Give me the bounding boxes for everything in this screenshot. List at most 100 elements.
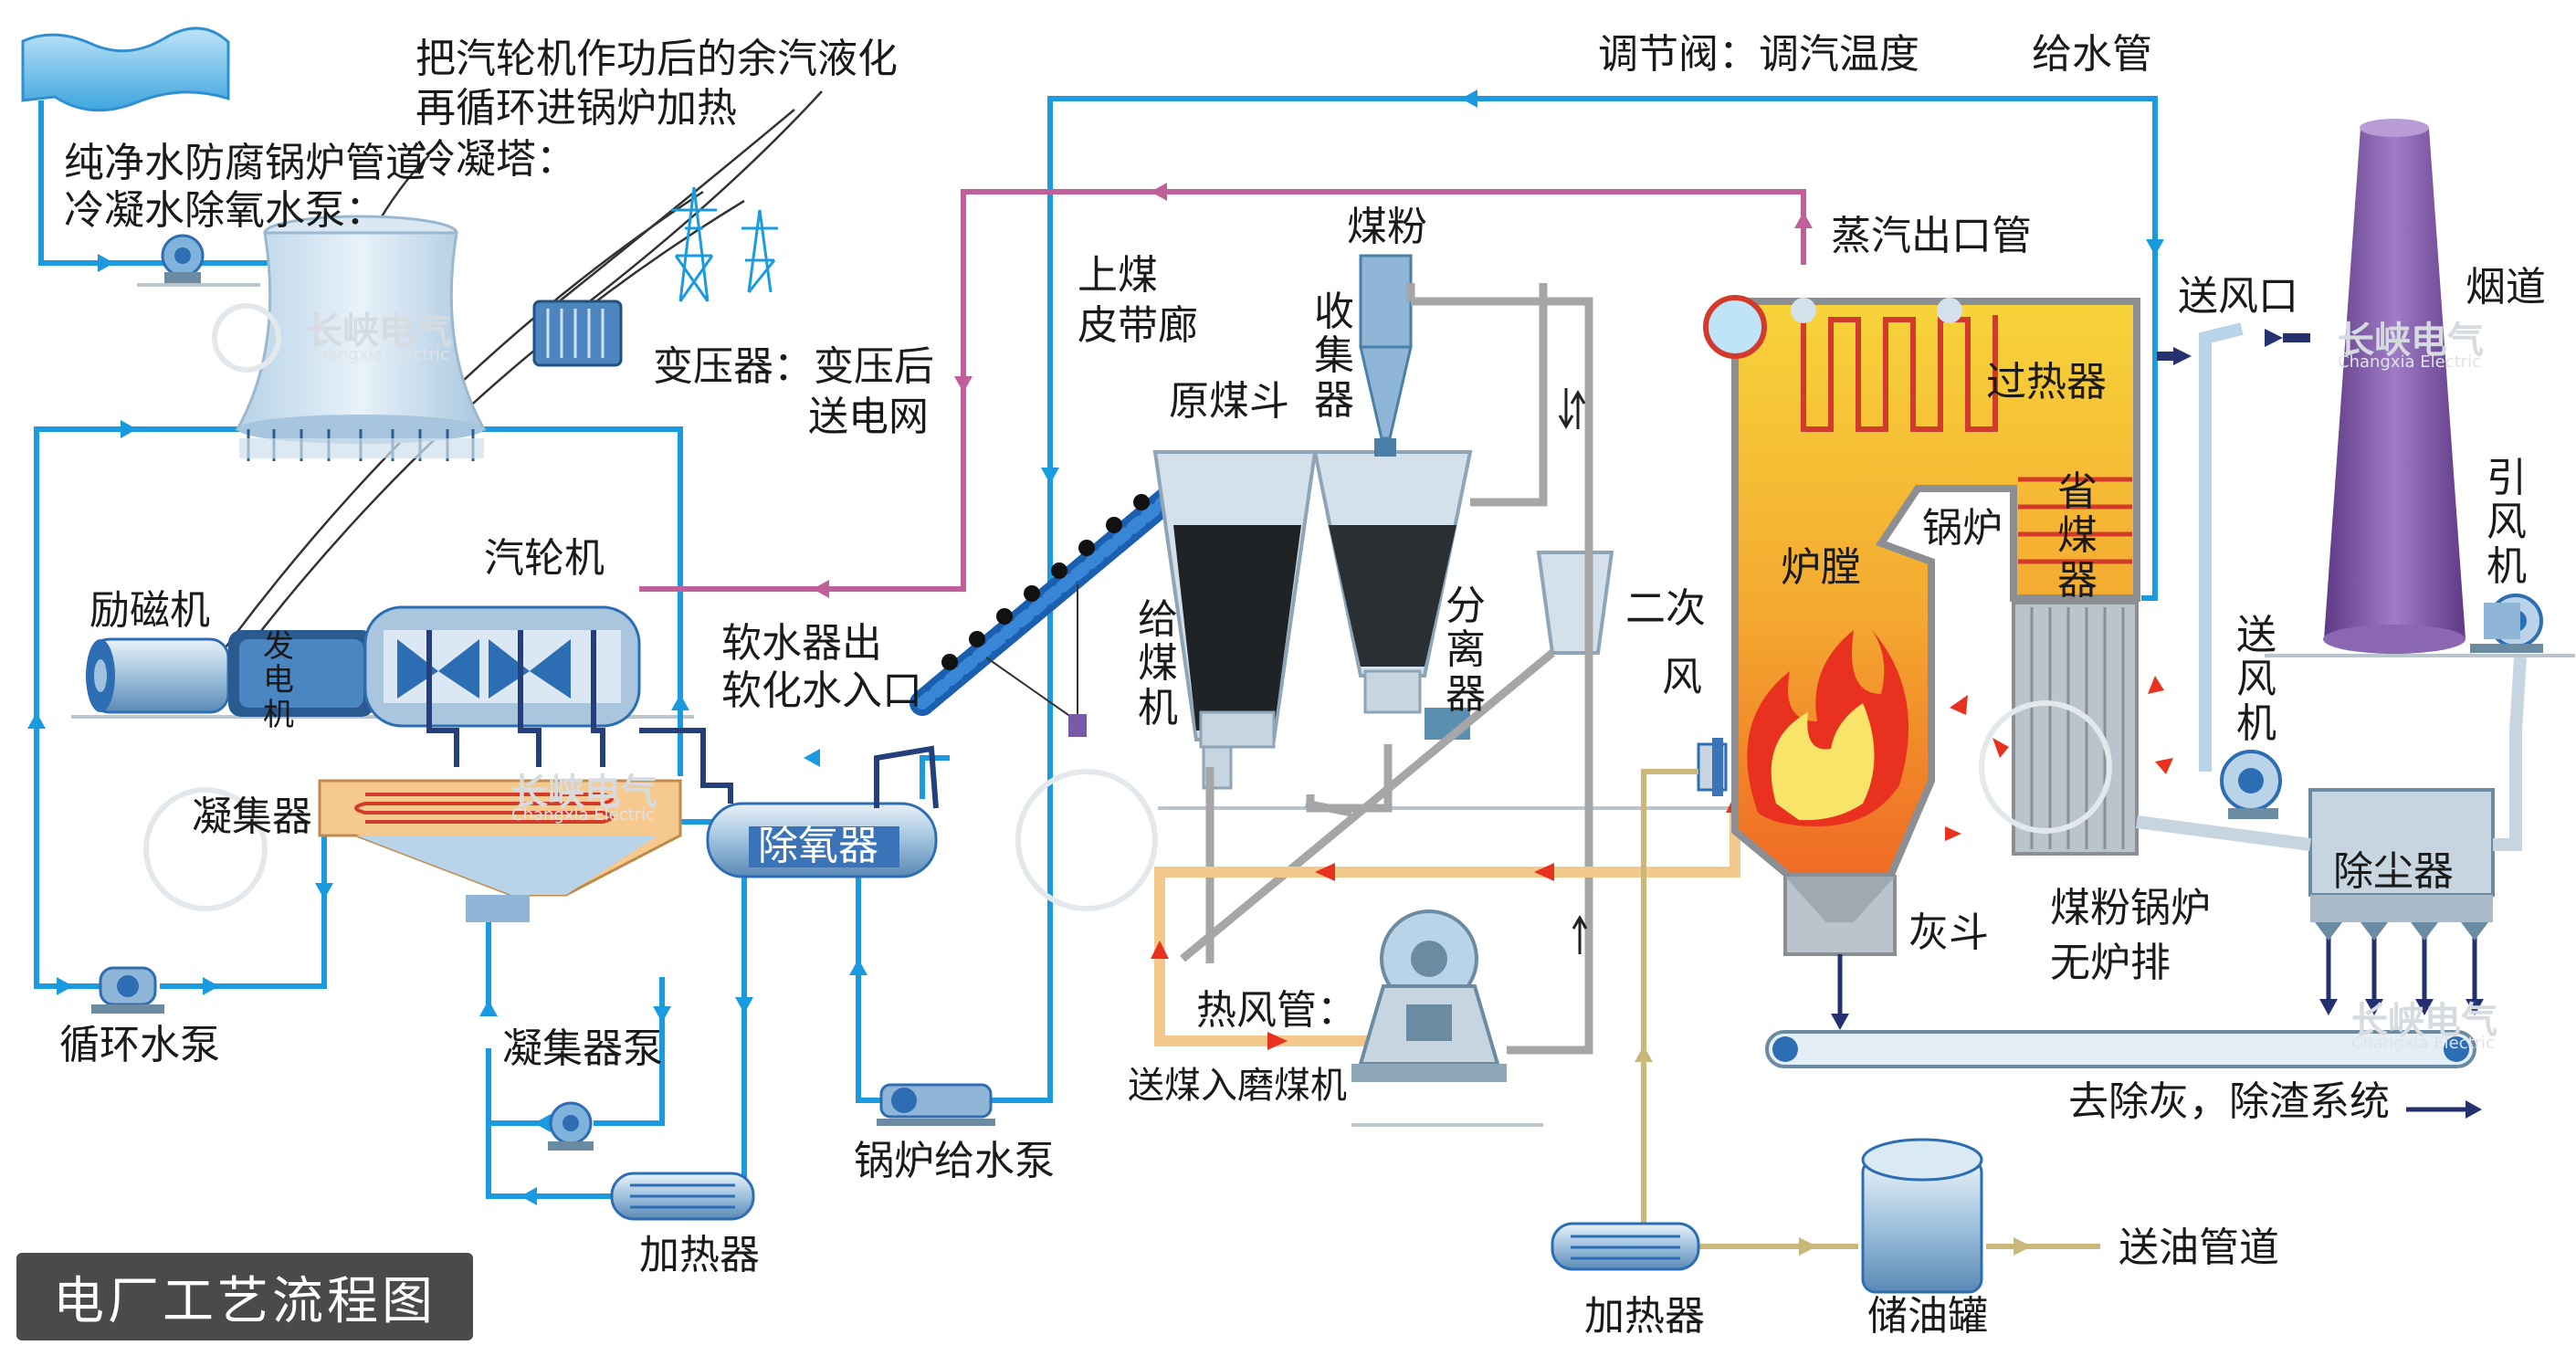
pulverized-coal-collector bbox=[1359, 254, 1413, 457]
label-cooling-desc-2: 再循环进锅炉加热 bbox=[415, 85, 737, 131]
label-superheater: 过热器 bbox=[1986, 359, 2107, 405]
raw-coal-hopper bbox=[1152, 450, 1318, 790]
label-regulating-valve: 调节阀：调汽温度 bbox=[1598, 31, 1919, 78]
air-lines bbox=[1180, 283, 1593, 1055]
label-coal-feeder: 给煤机 bbox=[1138, 596, 1178, 731]
label-collector: 收集器 bbox=[1314, 289, 1354, 424]
label-economizer: 省煤器 bbox=[2057, 468, 2098, 604]
ash-conveyor bbox=[1765, 1030, 2476, 1068]
secondary-air-duct bbox=[1536, 551, 1614, 655]
soft-water-inlet bbox=[874, 745, 939, 809]
transformer-icon bbox=[532, 300, 623, 367]
deaeration-pump-icon bbox=[161, 234, 205, 283]
heater-bottom bbox=[1551, 1222, 1700, 1271]
label-transformer-2: 送电网 bbox=[808, 394, 929, 440]
transmission-tower-icon bbox=[671, 186, 778, 302]
label-circulating-pump: 循环水泵 bbox=[59, 1022, 220, 1068]
circulating-pump-icon bbox=[91, 966, 164, 1014]
label-exciter: 励磁机 bbox=[89, 587, 210, 634]
label-generator: 发电机 bbox=[263, 628, 294, 733]
separator bbox=[1312, 450, 1473, 740]
label-belt-2: 皮带廊 bbox=[1078, 302, 1198, 349]
label-pc-boiler-1: 煤粉锅炉 bbox=[2050, 885, 2211, 931]
diagram-title: 电厂工艺流程图 bbox=[53, 1271, 436, 1331]
condenser bbox=[318, 779, 682, 922]
burner bbox=[1697, 738, 1728, 796]
cooling-tower bbox=[235, 215, 487, 461]
label-secondary-air-1: 二次 bbox=[1625, 585, 1706, 632]
label-fd-fan: 送风机 bbox=[2236, 612, 2276, 747]
ash-discharge bbox=[1837, 931, 2477, 1112]
label-secondary-air-2: 风 bbox=[1662, 654, 1702, 700]
feed-water-to-boiler bbox=[2141, 256, 2158, 601]
generator bbox=[228, 630, 374, 717]
label-steam-outlet: 蒸汽出口管 bbox=[1831, 213, 2032, 259]
label-air-inlet: 送风口 bbox=[2178, 273, 2298, 320]
label-oil-tank: 储油罐 bbox=[1867, 1293, 1988, 1340]
air-flow-arrows bbox=[1558, 388, 1588, 954]
air-preheater bbox=[2012, 601, 2139, 856]
steam-turbine bbox=[363, 605, 733, 804]
label-pulverized-coal: 煤粉 bbox=[1347, 204, 1427, 250]
label-heater-left: 加热器 bbox=[639, 1232, 760, 1278]
label-pure-water-2: 冷凝水除氧水泵： bbox=[64, 187, 385, 234]
condensate-pump-icon bbox=[548, 1101, 594, 1151]
watermark-text: 长峡电气 bbox=[2338, 320, 2484, 362]
induced-draft-fan bbox=[2470, 594, 2543, 653]
label-ash-hopper: 灰斗 bbox=[1908, 909, 1989, 956]
watermark-logos bbox=[143, 303, 2112, 911]
heater-left bbox=[610, 1172, 755, 1221]
oil-flow-arrows bbox=[1635, 1046, 2032, 1256]
label-furnace: 炉膛 bbox=[1781, 544, 1861, 591]
label-hot-air-pipe: 热风管： bbox=[1196, 987, 1357, 1034]
watermark-text: 长峡电气 bbox=[2351, 1000, 2497, 1042]
boiler bbox=[1703, 295, 2140, 956]
label-id-fan: 引风机 bbox=[2487, 455, 2527, 590]
watermark-text: 长峡电气 bbox=[306, 310, 452, 352]
ash-arrow-heads bbox=[1831, 999, 2484, 1119]
oil-tank bbox=[1861, 1138, 1983, 1294]
power-cables bbox=[190, 90, 823, 706]
air-inlet-arrows bbox=[2157, 329, 2310, 365]
label-soft-water-2: 软化水入口 bbox=[721, 667, 922, 714]
label-transformer-1: 变压器：变压后 bbox=[653, 343, 934, 390]
watermark-text-en: Changxia Electric bbox=[511, 805, 655, 825]
watermark-text-en: Changxia Electric bbox=[2338, 352, 2481, 372]
label-condenser: 凝集器 bbox=[192, 794, 312, 840]
label-chimney: 烟道 bbox=[2466, 264, 2546, 310]
watermark-text-en: Changxia Electric bbox=[2351, 1034, 2495, 1053]
steam-flow-arrows bbox=[813, 183, 1813, 598]
label-dust-collector: 除尘器 bbox=[2333, 848, 2454, 895]
fd-air-duct bbox=[2199, 322, 2244, 772]
label-condensate-pump: 凝集器泵 bbox=[502, 1025, 663, 1072]
coal-mill bbox=[1351, 909, 1507, 1082]
chimney bbox=[2323, 119, 2466, 654]
forced-draft-fan bbox=[2220, 750, 2282, 819]
label-turbine: 汽轮机 bbox=[484, 535, 605, 582]
diagram-title-box: 电厂工艺流程图 bbox=[16, 1253, 473, 1340]
exciter bbox=[86, 637, 230, 714]
label-pc-boiler-2: 无炉排 bbox=[2050, 940, 2171, 986]
water-surface bbox=[21, 26, 230, 112]
label-deaerator: 除氧器 bbox=[758, 823, 878, 869]
watermark-text: 长峡电气 bbox=[511, 772, 657, 814]
water-flow-arrows bbox=[27, 89, 2164, 1205]
label-ash-removal: 去除灰，除渣系统 bbox=[2068, 1078, 2390, 1125]
flue-to-dust bbox=[2136, 657, 2527, 851]
label-pure-water-1: 纯净水防腐锅炉管道 bbox=[64, 140, 426, 186]
label-feed-pipe: 给水管 bbox=[2032, 31, 2152, 78]
watermark-text-en: Changxia Electric bbox=[306, 345, 449, 364]
label-separator: 分离器 bbox=[1446, 583, 1486, 718]
label-feed-pump: 锅炉给水泵 bbox=[854, 1138, 1055, 1184]
label-cooling-tower: 冷凝塔： bbox=[415, 136, 576, 183]
label-to-mill: 送煤入磨煤机 bbox=[1128, 1065, 1347, 1107]
label-oil-pipe: 送油管道 bbox=[2119, 1225, 2279, 1271]
label-soft-water-1: 软水器出 bbox=[721, 620, 882, 667]
boiler-feed-pump-icon bbox=[877, 1083, 995, 1126]
flue-circulation-arrows bbox=[1945, 676, 2173, 841]
label-raw-coal-hopper: 原煤斗 bbox=[1169, 378, 1289, 425]
deaerator bbox=[706, 802, 938, 878]
label-cooling-desc-1: 把汽轮机作功后的余汽液化 bbox=[415, 36, 898, 82]
label-heater-bottom: 加热器 bbox=[1584, 1293, 1705, 1340]
